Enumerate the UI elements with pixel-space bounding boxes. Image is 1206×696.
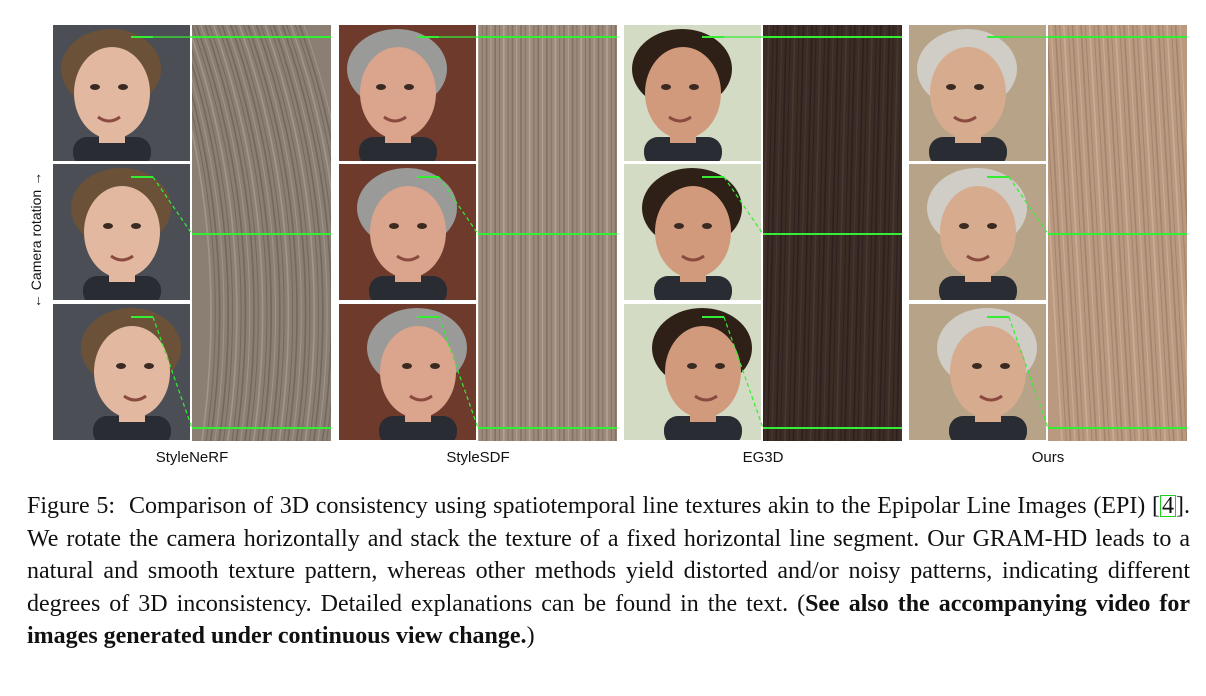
- epi-stripes: [1048, 25, 1187, 441]
- face-column: [909, 25, 1048, 441]
- face-render: [339, 25, 476, 161]
- epi-stripes: [478, 25, 617, 441]
- face-column: [339, 25, 478, 441]
- citation-link[interactable]: 4: [1160, 493, 1176, 519]
- epi-texture: [763, 25, 902, 441]
- face-render: [624, 25, 761, 161]
- camera-rotation-axis-label: ← Camera rotation →: [22, 160, 50, 320]
- caption-bold-note: See also the accompanying video for imag…: [27, 590, 1190, 650]
- method-label-eg3d: EG3D: [742, 449, 784, 466]
- caption-text-2: ]. We rotate the camera horizontally and…: [27, 493, 1190, 617]
- epi-texture: [478, 25, 617, 441]
- citation-number: 4: [1162, 493, 1174, 519]
- panel-eg3d: [624, 25, 902, 441]
- face-render: [624, 304, 761, 440]
- caption-text-3: ): [526, 623, 535, 649]
- face-column: [624, 25, 763, 441]
- face-render: [53, 164, 190, 300]
- face-render: [53, 304, 190, 440]
- face-render: [909, 304, 1046, 440]
- epi-stripes: [192, 25, 331, 441]
- camera-rotation-text: ← Camera rotation →: [28, 171, 45, 309]
- face-render: [339, 304, 476, 440]
- figure-caption: Figure 5: Comparison of 3D consistency us…: [27, 490, 1190, 653]
- method-label-stylesdf: StyleSDF: [446, 449, 510, 466]
- epi-stripes: [763, 25, 902, 441]
- face-render: [624, 164, 761, 300]
- panel-stylenerf: [53, 25, 331, 441]
- face-render: [909, 164, 1046, 300]
- caption-text-1: Comparison of 3D consistency using spati…: [129, 493, 1160, 519]
- epi-texture: [1048, 25, 1187, 441]
- face-render: [339, 164, 476, 300]
- panel-ours: [909, 25, 1187, 441]
- method-label-stylenerf: StyleNeRF: [155, 449, 229, 466]
- epi-texture: [192, 25, 331, 441]
- method-label-ours: Ours: [1031, 449, 1065, 466]
- face-render: [909, 25, 1046, 161]
- face-render: [53, 25, 190, 161]
- comparison-figure: ← Camera rotation → StyleNeRF StyleSDF EG3…: [22, 25, 1187, 466]
- figure-number: Figure 5:: [27, 493, 116, 519]
- face-column: [53, 25, 192, 441]
- panel-stylesdf: [339, 25, 617, 441]
